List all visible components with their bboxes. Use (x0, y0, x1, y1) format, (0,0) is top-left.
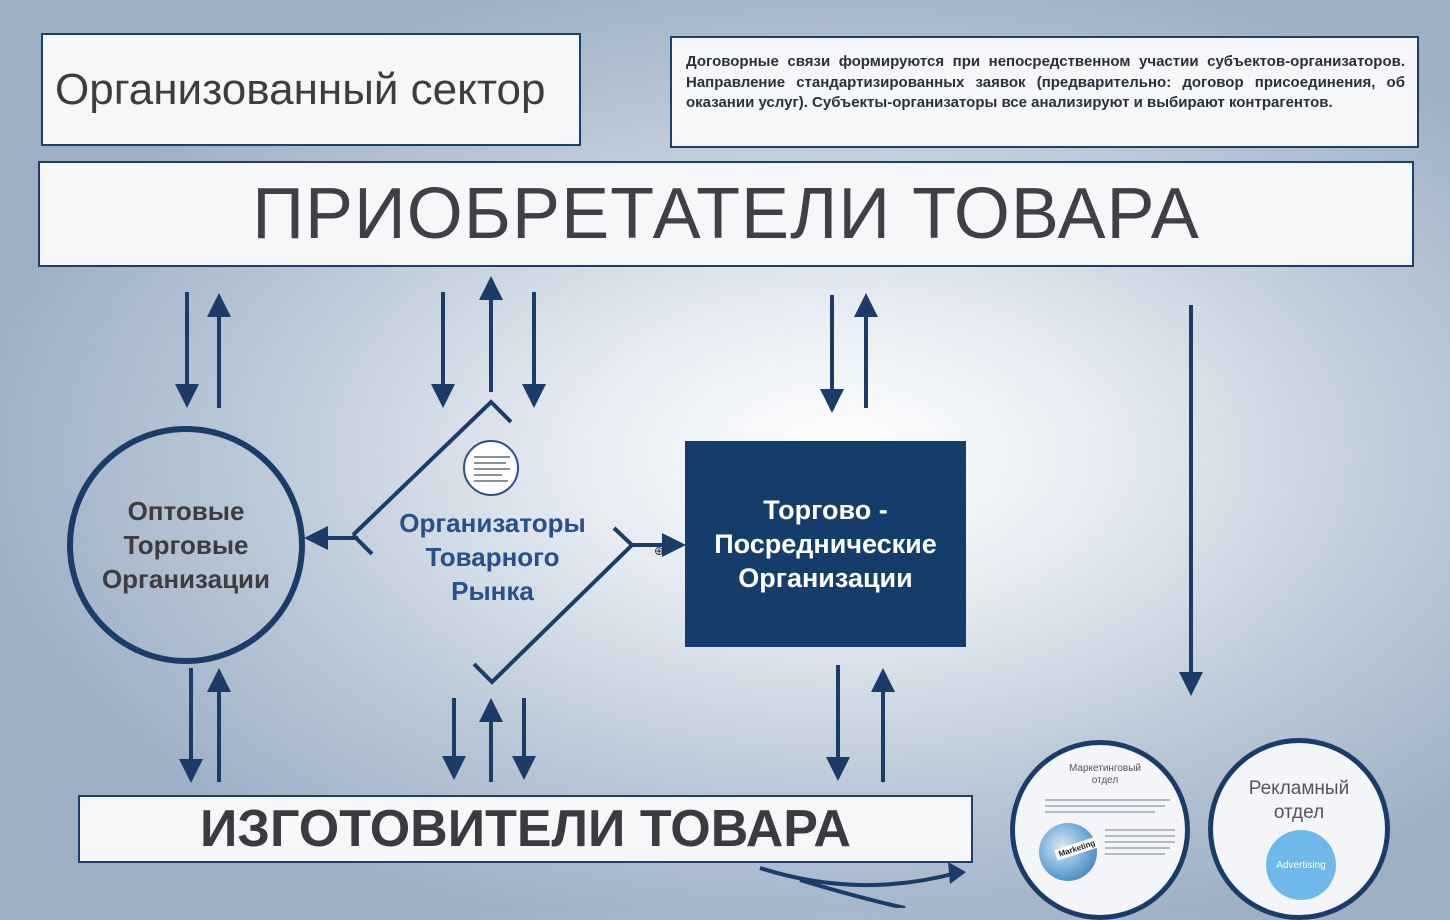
marketing-text-line (1105, 829, 1175, 831)
marketing-text-line (1045, 799, 1170, 801)
trade-line: Торгово - (763, 495, 888, 525)
makers-curve-arrowhead (948, 862, 966, 884)
sector-title: Организованный сектор (55, 64, 546, 114)
marketing-label: Маркетинговый отдел (1068, 763, 1142, 786)
wholesale-label: Оптовые Торговые Организации (102, 494, 270, 596)
organizers-diamond-top-left (351, 399, 513, 537)
makers-curve (759, 866, 961, 888)
note-text: Договорные связи формируются при непосре… (686, 53, 1405, 111)
organizers-diamond-bottom-right (472, 526, 635, 685)
marketing-text-line (1105, 853, 1165, 855)
organizers-thumbnail[interactable] (463, 440, 519, 496)
makers-title: ИЗГОТОВИТЕЛИ ТОВАРА (200, 800, 851, 858)
wholesale-circle[interactable]: Оптовые Торговые Организации (67, 426, 305, 664)
wholesale-line: Оптовые (127, 496, 245, 526)
trade-line: Организации (738, 563, 913, 593)
marketing-text-line (1045, 811, 1155, 813)
makers-curve-lower (799, 878, 906, 908)
marketing-circle[interactable]: Маркетинговый отдел Marketing (1010, 740, 1190, 920)
thumbnail-line (474, 468, 510, 470)
buyers-box: ПРИОБРЕТАТЕЛИ ТОВАРА (38, 161, 1414, 267)
marketing-text-line (1045, 805, 1165, 807)
organizers-diamond-left-tick (351, 533, 374, 556)
sector-box: Организованный сектор (41, 33, 581, 146)
marketing-text-line (1105, 847, 1170, 849)
trade-box[interactable]: Торгово - Посреднические Организации (685, 441, 966, 647)
thumbnail-line (474, 462, 506, 464)
advertising-label: Рекламный отдел (1248, 778, 1350, 823)
organizers-line: Товарного (425, 542, 560, 572)
thumbnail-line (474, 474, 502, 476)
organizers-label[interactable]: Организаторы Товарного Рынка (370, 506, 615, 608)
trade-label: Торгово - Посреднические Организации (714, 493, 937, 595)
note-box: Договорные связи формируются при непосре… (670, 36, 1419, 148)
organizers-line: Организаторы (399, 508, 586, 538)
advertising-circle[interactable]: Рекламный отдел Advertising (1208, 738, 1390, 920)
makers-box: ИЗГОТОВИТЕЛИ ТОВАРА (78, 795, 973, 863)
buyers-title: ПРИОБРЕТАТЕЛИ ТОВАРА (252, 174, 1200, 254)
trade-line: Посреднические (714, 529, 937, 559)
zoom-cursor-icon: ⊕ (654, 544, 665, 558)
marketing-text-line (1105, 841, 1175, 843)
organizers-line: Рынка (451, 576, 534, 606)
wholesale-line: Организации (101, 564, 271, 594)
thumbnail-line (474, 480, 508, 482)
advertising-badge: Advertising (1266, 830, 1336, 900)
wholesale-line: Торговые (123, 530, 249, 560)
marketing-text-line (1105, 835, 1175, 837)
thumbnail-line (474, 456, 510, 458)
